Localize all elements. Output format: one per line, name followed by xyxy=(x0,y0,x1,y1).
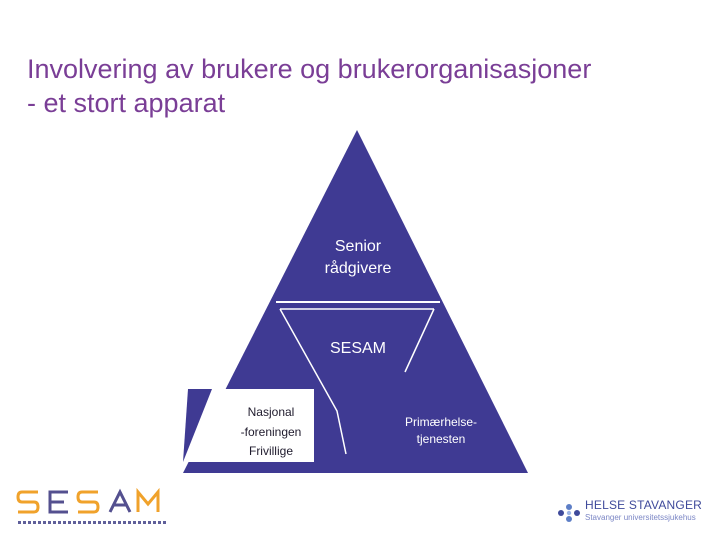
national-organization-label: Nasjonal -foreningen Frivillige xyxy=(216,403,326,462)
primary-health-label: Primærhelse- tjenesten xyxy=(386,414,496,448)
primaer-line-1: Primærhelse- xyxy=(404,415,477,429)
sesam-logo-e xyxy=(48,490,68,514)
helse-dots-icon xyxy=(558,504,580,522)
left-label-box-clip xyxy=(183,389,212,462)
slide-title: Involvering av brukere og brukerorganisa… xyxy=(27,52,707,120)
sesam-logo-a xyxy=(108,488,132,513)
inner-section-outline xyxy=(279,308,347,455)
helse-stavanger-logo: HELSE STAVANGER Stavanger universitetssj… xyxy=(556,498,706,528)
sesam-logo xyxy=(16,487,160,514)
sesam-tagline-decoration xyxy=(18,521,166,524)
title-line-2: - et stort apparat xyxy=(27,88,226,118)
primaer-line-2: tjenesten xyxy=(416,432,466,446)
inner-section-outline-right xyxy=(404,308,435,373)
sesam-label: SESAM xyxy=(329,340,386,357)
sesam-logo-s1 xyxy=(16,490,40,514)
senior-label-line-1: Senior xyxy=(334,238,382,255)
helse-stavanger-name: HELSE STAVANGER xyxy=(585,498,703,512)
nasjonal-line-3: Frivillige xyxy=(248,444,293,458)
sesam-logo-m xyxy=(136,487,160,512)
left-label-box xyxy=(188,389,314,462)
title-line-1: Involvering av brukere og brukerorganisa… xyxy=(27,54,592,84)
nasjonal-line-2: -foreningen xyxy=(240,424,302,439)
senior-advisors-label: Senior rådgivere xyxy=(296,236,420,280)
senior-label-line-2: rådgivere xyxy=(324,260,392,277)
helse-stavanger-subtitle: Stavanger universitetssjukehus xyxy=(585,513,696,522)
sesam-logo-s2 xyxy=(76,490,100,514)
nasjonal-line-1: Nasjonal xyxy=(247,405,295,419)
